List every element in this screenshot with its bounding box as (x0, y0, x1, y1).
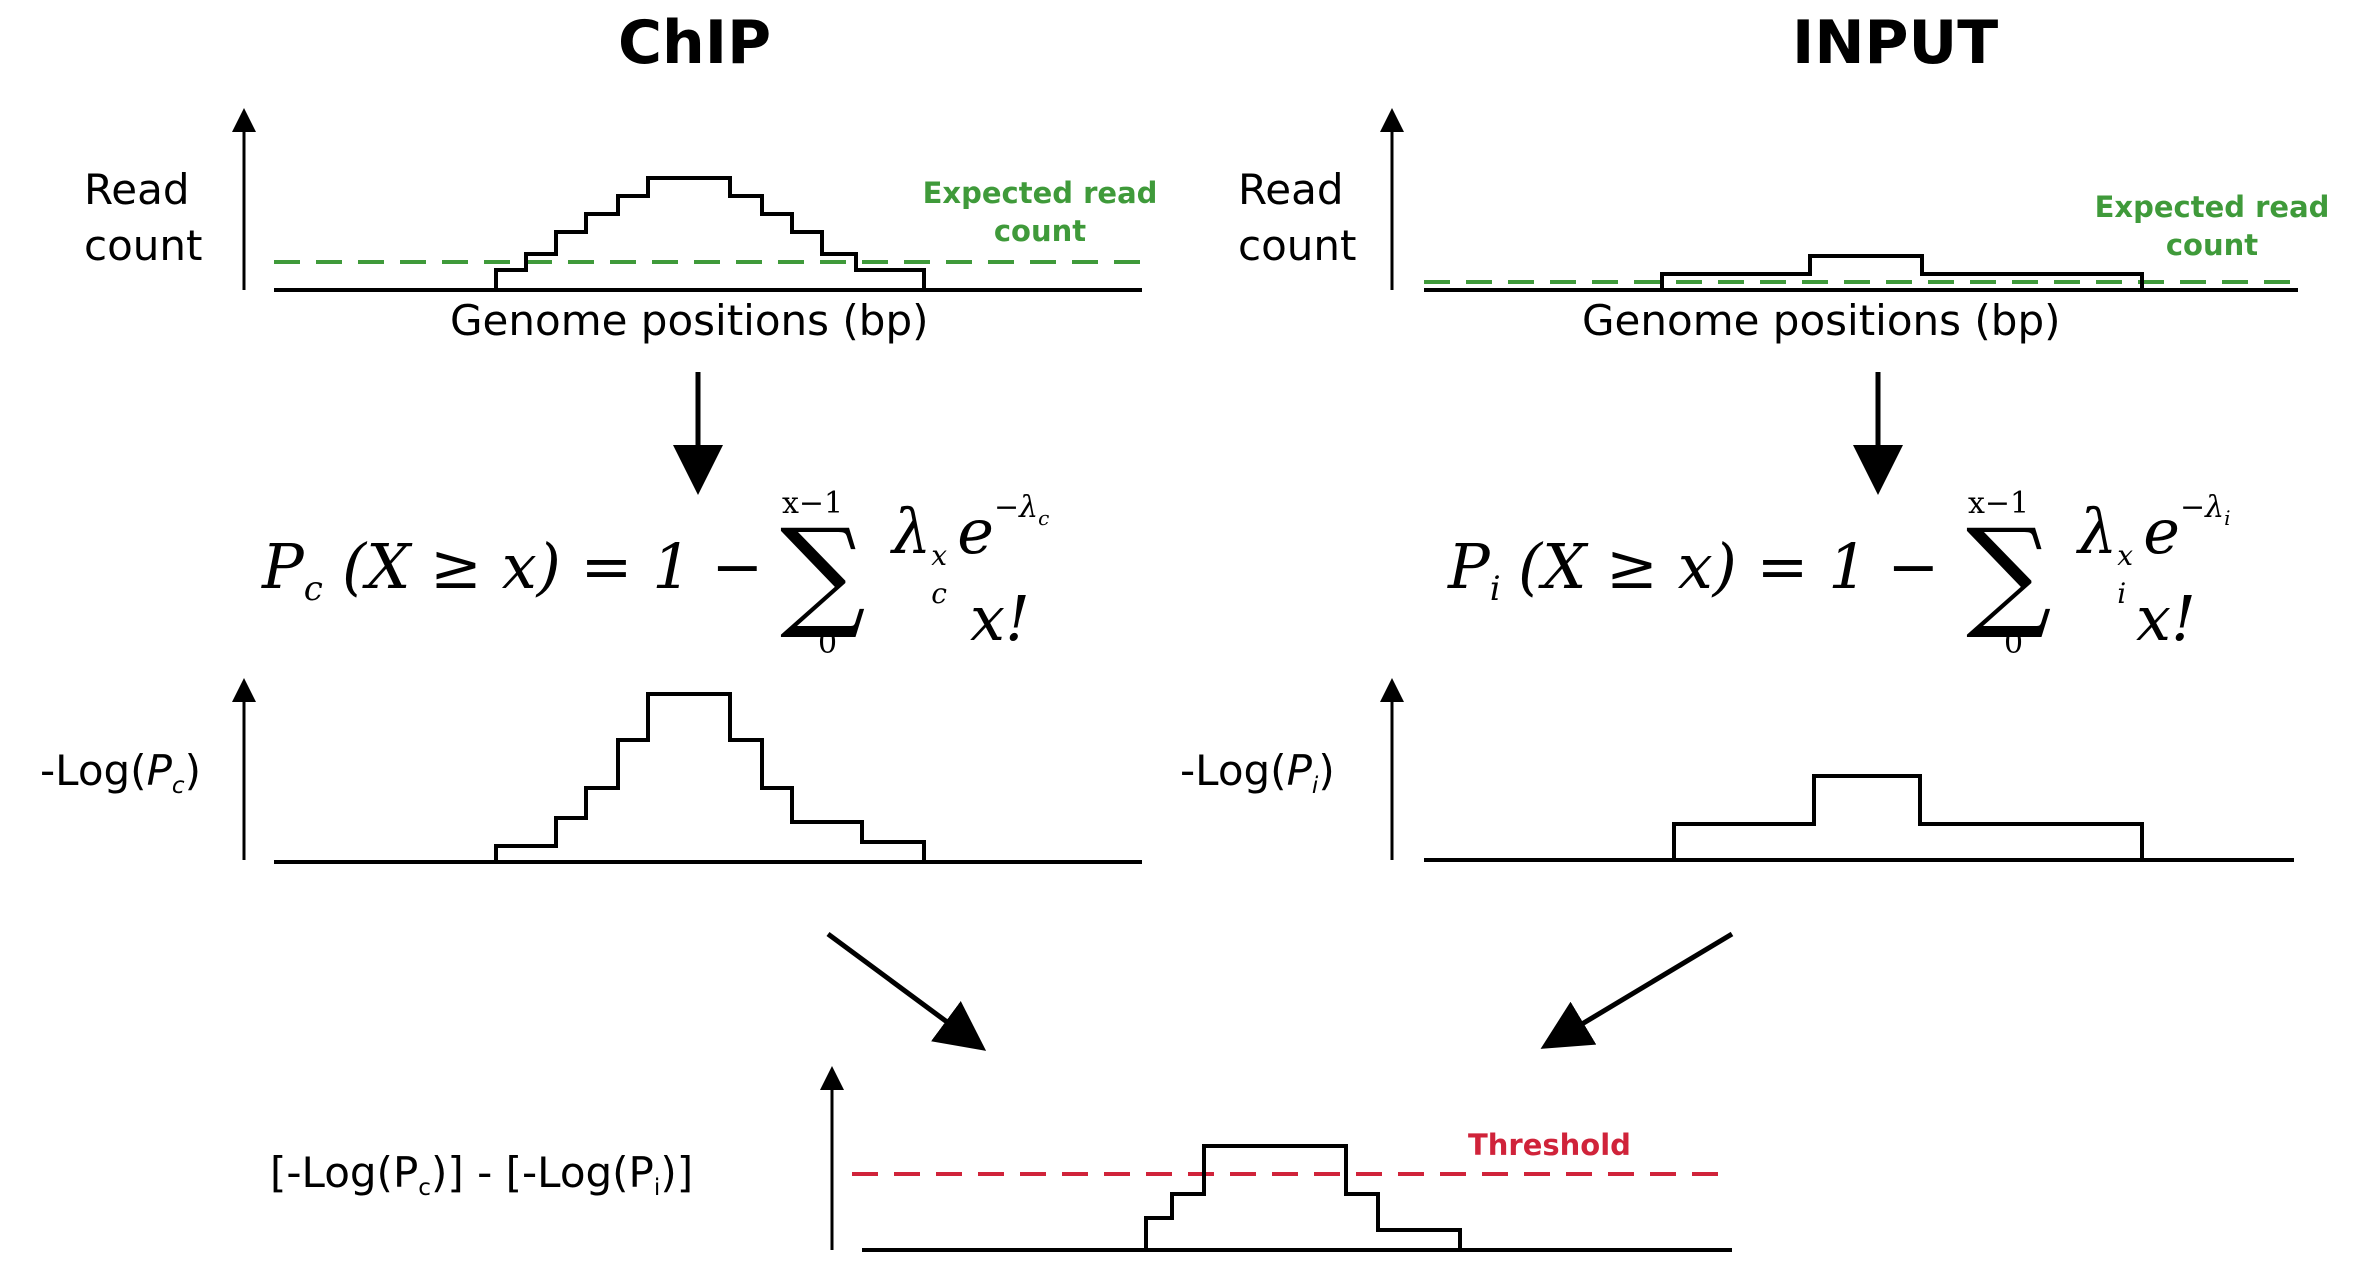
threshold-label: Threshold (1468, 1128, 1631, 1162)
chip-genome-positions-label: Genome positions (bp) (450, 296, 929, 345)
chip-title: ChIP (618, 8, 772, 78)
input-neglog-label: -Log(Pi) (1180, 746, 1335, 800)
input-neglog-profile (1672, 774, 2144, 860)
input-merge-arrow (1540, 931, 1734, 1049)
input-title: INPUT (1792, 8, 1999, 78)
input-read-count-label: Read count (1238, 165, 1357, 270)
input-top-profile (1660, 254, 2144, 290)
diff-profile (1144, 1144, 1462, 1250)
difference-label: [-Log(Pc)] - [-Log(Pi)] (270, 1148, 694, 1202)
chip-merge-arrow (826, 931, 987, 1051)
chip-top-profile (494, 176, 926, 290)
chip-expected-read-count-label: Expected read count (922, 176, 1158, 248)
input-genome-positions-label: Genome positions (bp) (1582, 296, 2061, 345)
chip-neglog-label: -Log(Pc) (40, 746, 201, 800)
chip-read-count-label: Read count (84, 165, 203, 270)
chip-neglog-profile (494, 692, 926, 862)
input-expected-read-count-label: Expected read count (2094, 190, 2330, 262)
